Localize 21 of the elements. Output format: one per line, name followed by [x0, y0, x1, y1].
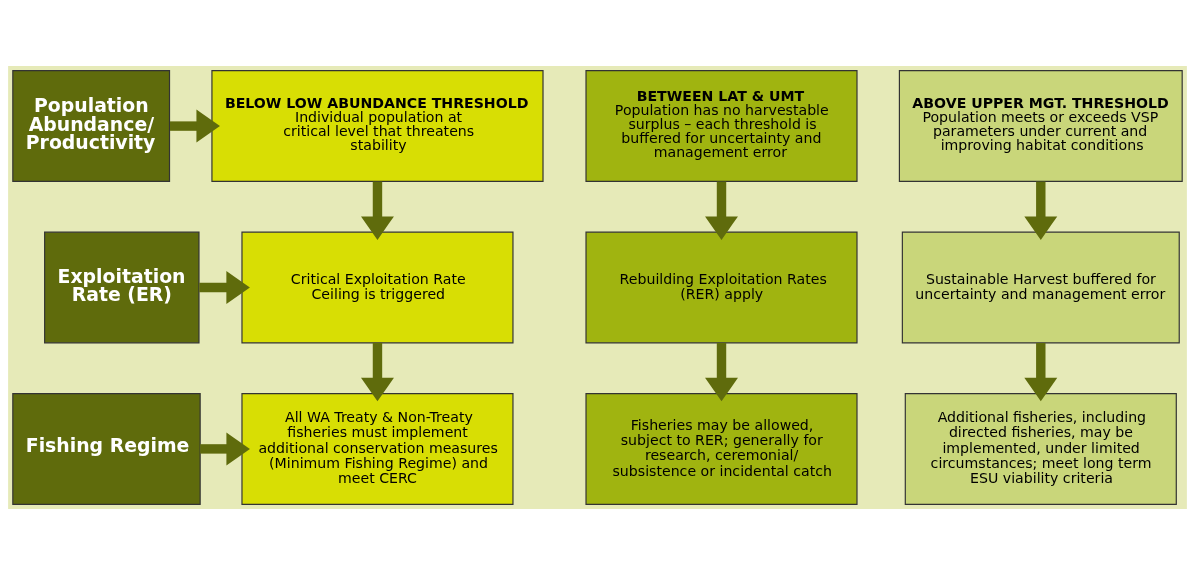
arrow — [199, 271, 250, 304]
node-box: BETWEEN LAT & UMT Population has no harvestable surplus – each threshold is buffered for uncertainty and management error — [585, 70, 858, 183]
node-box: Rebuilding Exploitation Rates (RER) apply — [585, 231, 858, 344]
node-box: Fisheries may be allowed, subject to RER; generally for research, ceremonial/ subsistence or incidental catch — [585, 392, 858, 505]
arrow — [705, 342, 738, 402]
node-box: All WA Treaty & Non-Treaty fisheries must implement additional conservation measures (Minimum Fishing Regime) and meet CERC — [241, 392, 514, 505]
arrow — [705, 181, 738, 240]
arrow — [361, 342, 394, 402]
node-box: Sustainable Harvest buffered for uncertainty and management error — [901, 231, 1180, 344]
node-box: Critical Exploitation Rate Ceiling is triggered — [241, 231, 514, 344]
arrow — [1024, 181, 1058, 240]
arrow — [1024, 342, 1058, 402]
node-box: Exploitation Rate (ER) — [44, 231, 200, 344]
node-box: Additional fisheries, including directed fisheries, may be implemented, under limited circumstances; meet long term ESU viability criteria — [904, 392, 1177, 505]
node-box: BELOW LOW ABUNDANCE THRESHOLD Individual population at critical level that threatens stability — [211, 70, 544, 183]
node-box: Population Abundance/ Productivity — [12, 70, 171, 183]
arrow — [170, 109, 220, 143]
arrow — [200, 432, 250, 466]
arrow — [361, 181, 394, 240]
node-box: ABOVE UPPER MGT. THRESHOLD Population meets or exceeds VSP parameters under current and improving habitat conditions — [898, 70, 1183, 183]
node-box: Fishing Regime — [12, 392, 201, 505]
